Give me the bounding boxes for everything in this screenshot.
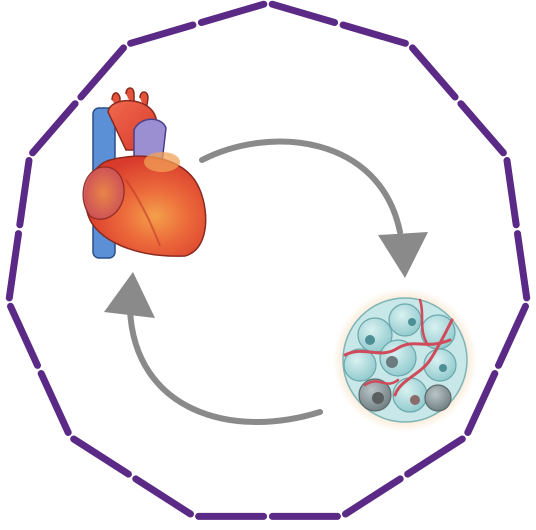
frame-segment [197,0,268,26]
arrowhead-heart-to-tumor [378,232,428,278]
curved-arrow-icon [199,138,428,278]
frame-segment [70,435,132,478]
frame-segment [127,21,197,47]
frame-segment [342,475,404,518]
frame-segment [7,302,41,369]
heart-icon [82,87,207,259]
frame-segment [16,157,33,229]
curved-arrow-icon [104,272,323,425]
arrowhead-tumor-to-heart [104,272,155,318]
frame-segment [37,370,72,436]
frame-segment [5,230,22,302]
frame-segment [77,44,127,101]
tumor-cell-cluster-icon [333,288,477,432]
arrow-tumor-to-heart [127,307,323,425]
frame-segment [464,370,499,436]
frame-segment [339,21,409,47]
frame-segment [457,100,507,157]
frame-segment [495,302,529,369]
frame-segment [29,100,79,157]
frame-segment [503,157,520,229]
frame-segment [514,230,531,302]
arrow-heart-to-tumor [199,138,403,235]
frame-segment [132,475,194,518]
frame-segment [409,44,459,101]
frame-segment [268,0,339,26]
hendecagon-frame [5,0,531,520]
frame-segment [404,435,466,478]
